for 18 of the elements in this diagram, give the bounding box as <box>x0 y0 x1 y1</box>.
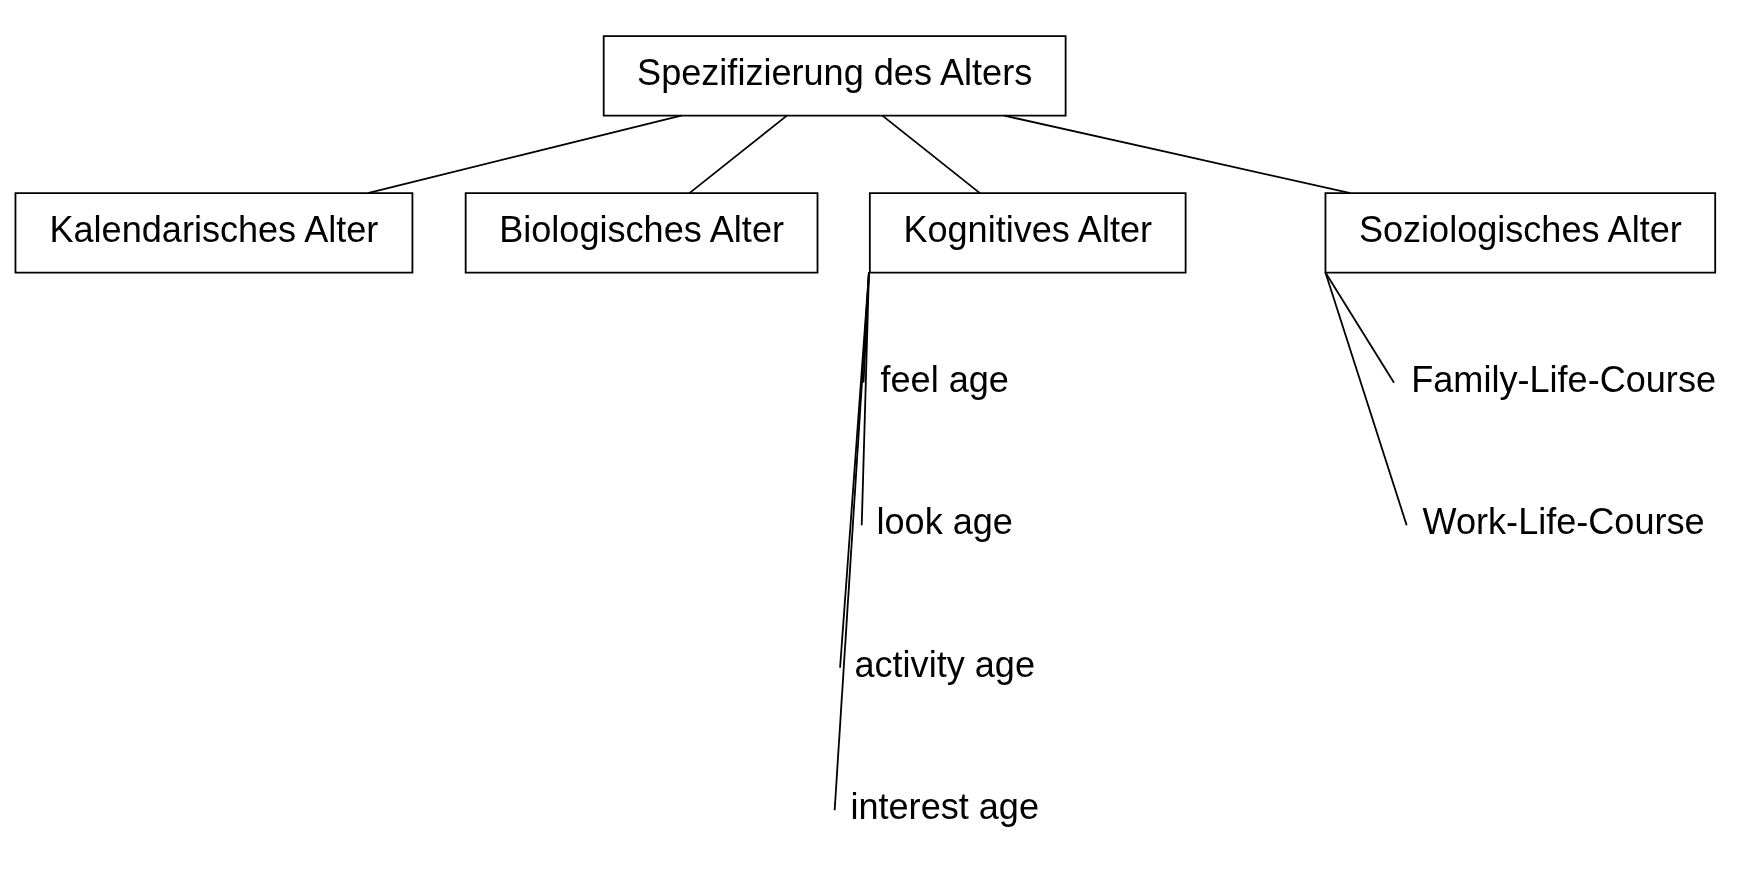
connector <box>833 271 870 812</box>
connector <box>1003 114 1352 194</box>
node-text: activity age <box>854 643 1035 685</box>
node-box: Spezifizierung des Alters <box>602 35 1067 117</box>
node-box: Biologisches Alter <box>464 192 819 274</box>
node-box: Kognitives Alter <box>868 192 1187 274</box>
node-box: Kalendarisches Alter <box>14 192 414 274</box>
node-box: Soziologisches Alter <box>1324 192 1717 274</box>
connector <box>366 114 683 194</box>
connector <box>688 114 788 194</box>
node-text: interest age <box>850 786 1039 828</box>
connector <box>1324 271 1408 527</box>
node-text: Work-Life-Course <box>1422 501 1705 543</box>
connector <box>1324 271 1395 384</box>
connector <box>881 114 981 194</box>
node-text: look age <box>876 501 1013 543</box>
node-text: feel age <box>880 358 1009 400</box>
node-text: Family-Life-Course <box>1411 358 1716 400</box>
